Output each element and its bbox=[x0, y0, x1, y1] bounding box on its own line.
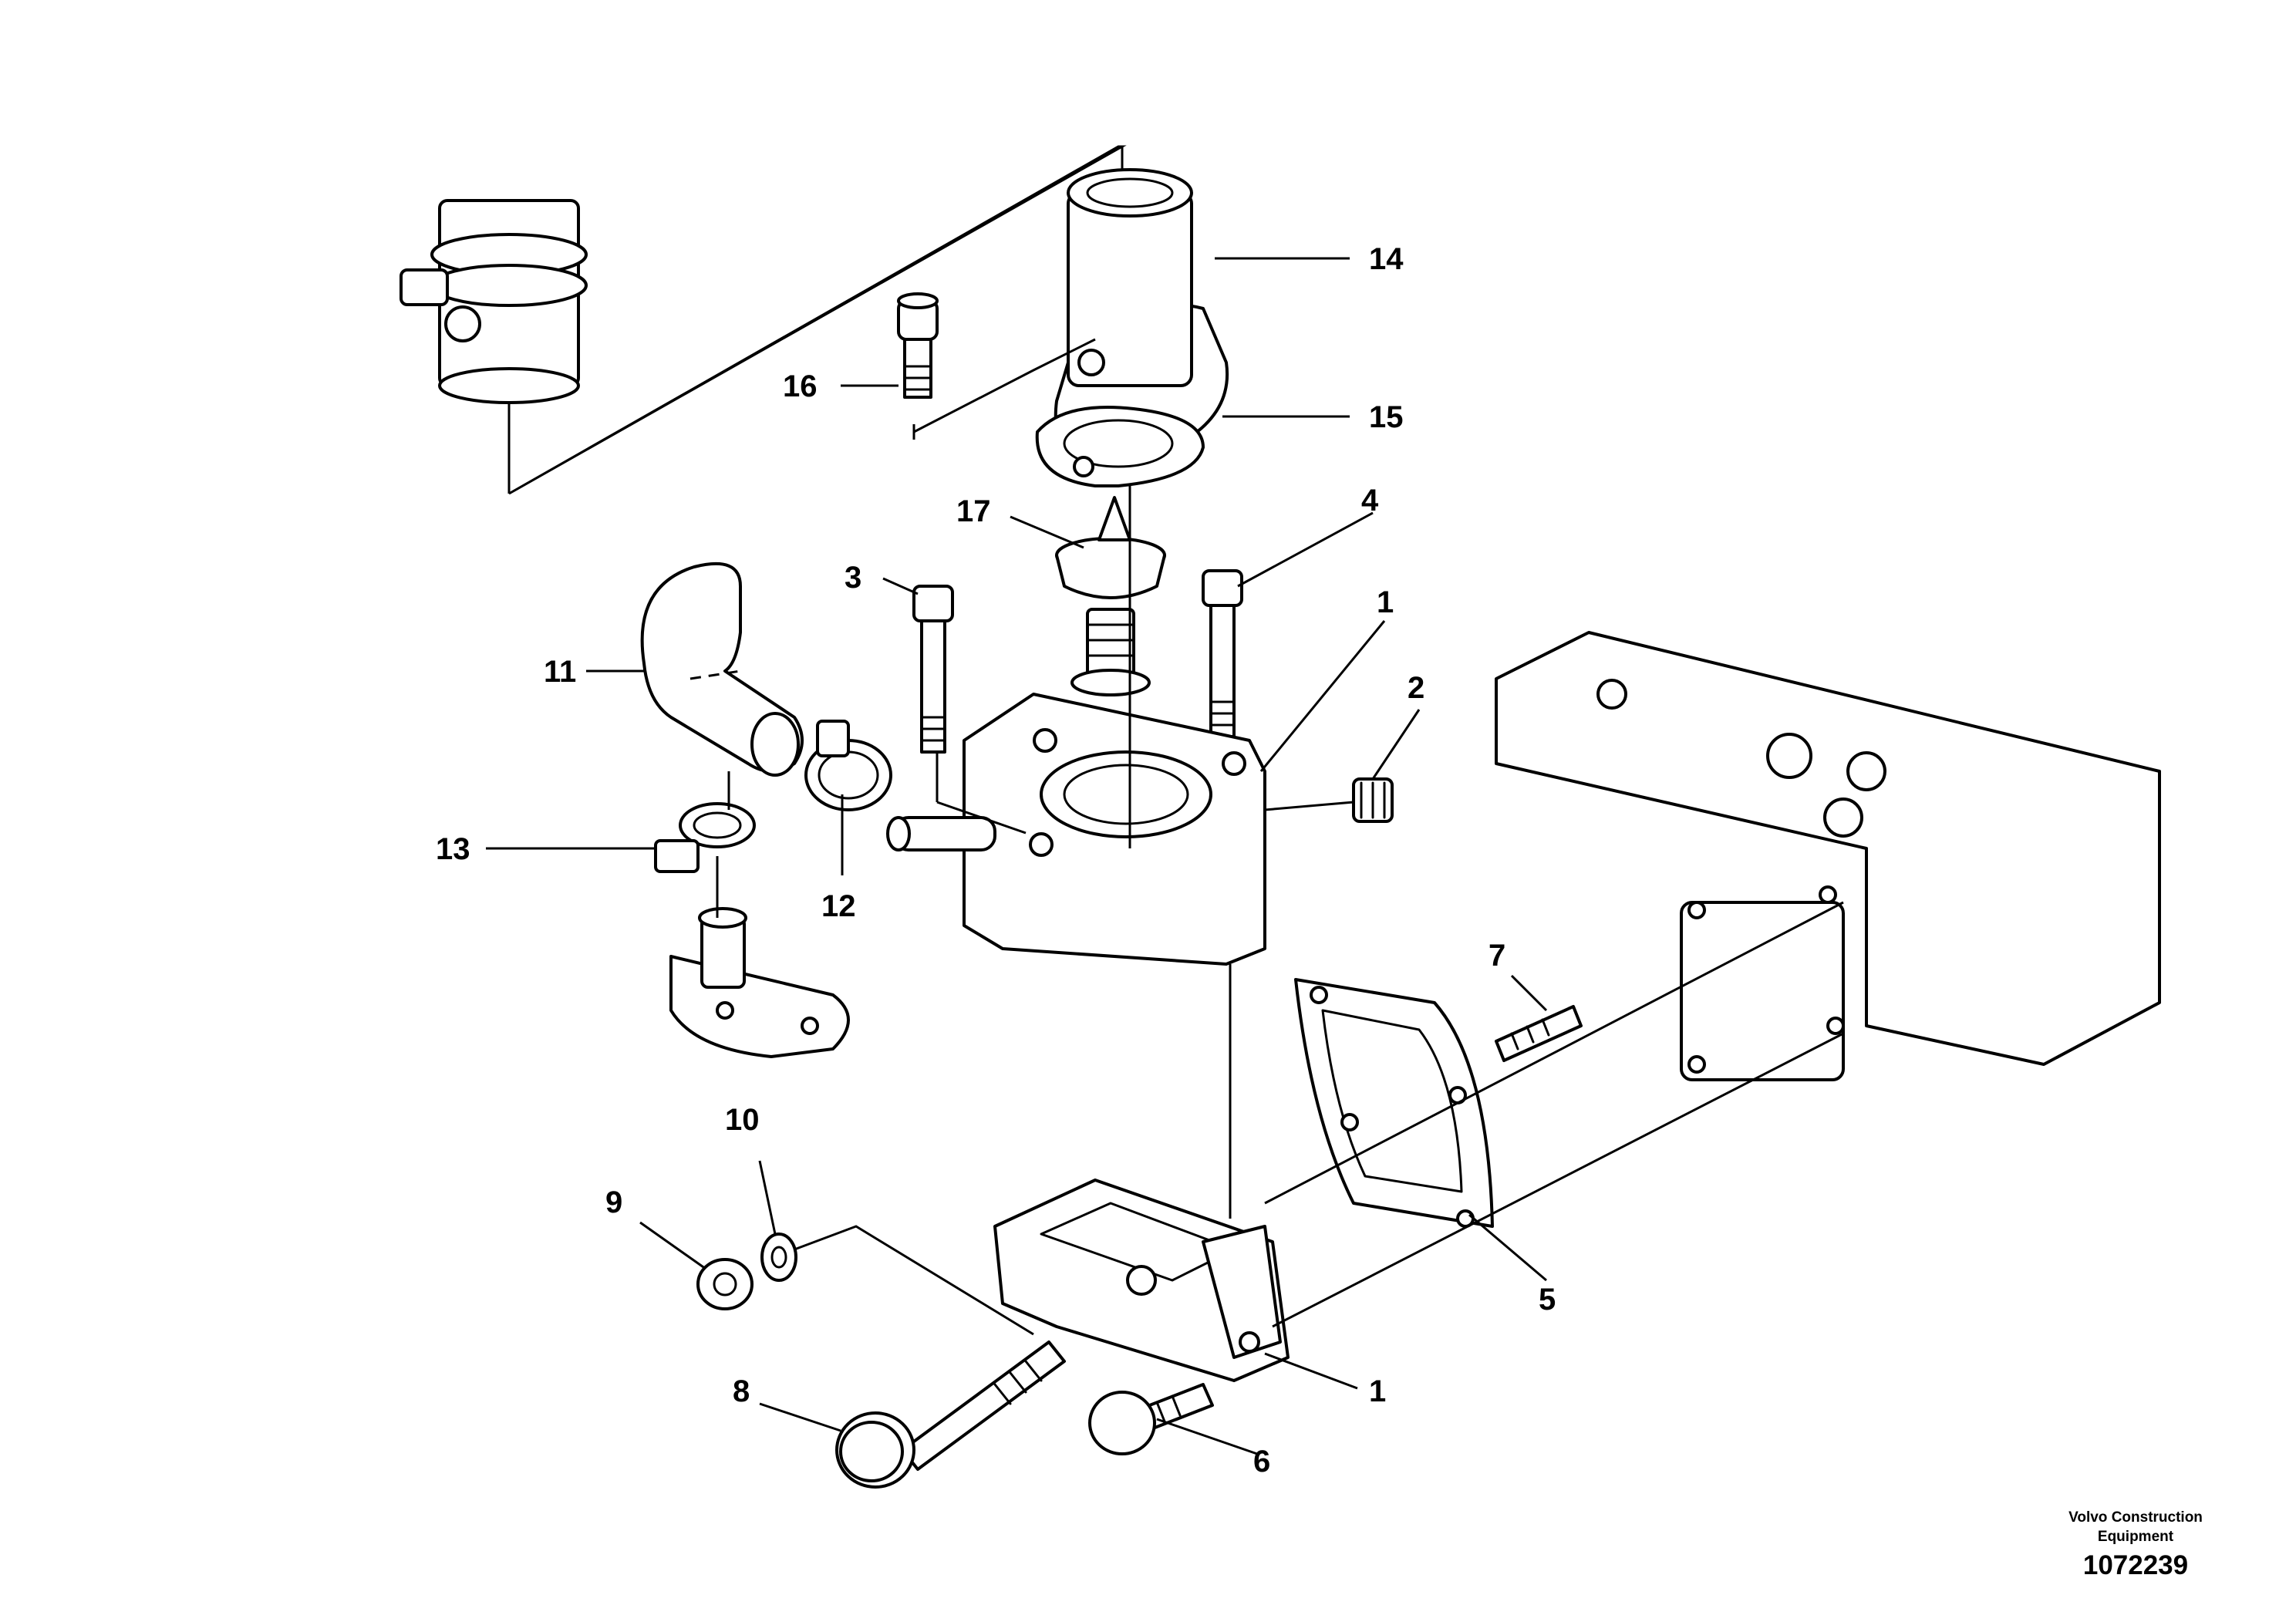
part-8-bolt bbox=[835, 1340, 1066, 1489]
callout-7: 7 bbox=[1489, 939, 1505, 973]
callout-leaders bbox=[486, 257, 1548, 1455]
part-3-bolt bbox=[912, 585, 954, 754]
callout-9: 9 bbox=[605, 1185, 622, 1219]
callout-17: 17 bbox=[956, 494, 991, 528]
callout-11: 11 bbox=[544, 655, 576, 689]
part-7-stud bbox=[1495, 1005, 1583, 1062]
callout-3: 3 bbox=[845, 561, 861, 595]
callout-15: 15 bbox=[1369, 400, 1404, 434]
callout-14: 14 bbox=[1369, 242, 1404, 276]
inset-hose-clamp bbox=[400, 145, 1127, 495]
part-15-gasket bbox=[1035, 406, 1205, 487]
assembly-centerlines bbox=[716, 338, 1844, 1336]
part-1-thermostat-housing bbox=[886, 693, 1266, 966]
callout-1-upper: 1 bbox=[1377, 585, 1394, 619]
callout-6: 6 bbox=[1253, 1445, 1270, 1479]
part-2-plug bbox=[1352, 777, 1394, 823]
part-5-gasket bbox=[1294, 978, 1494, 1228]
callout-10: 10 bbox=[725, 1103, 760, 1137]
callout-1-lower: 1 bbox=[1369, 1374, 1386, 1408]
engine-block bbox=[1495, 631, 2161, 1081]
part-1-adapter-housing bbox=[993, 1179, 1290, 1382]
callout-16: 16 bbox=[783, 369, 818, 403]
part-17-thermostat bbox=[1055, 496, 1166, 696]
part-4-bolt bbox=[1202, 569, 1243, 738]
part-13-hose-clamp bbox=[654, 802, 756, 873]
part-11-hose bbox=[640, 561, 804, 777]
part-10-washer bbox=[760, 1233, 797, 1282]
document-number: 1072239 bbox=[2082, 1550, 2189, 1580]
part-16-bolt bbox=[897, 292, 939, 399]
callout-4: 4 bbox=[1361, 484, 1379, 518]
callout-labels: 14 15 16 17 3 4 1 2 11 13 12 7 5 10 9 8 … bbox=[436, 242, 1556, 1479]
part-12-hose-clamp bbox=[804, 720, 892, 811]
callout-13: 13 bbox=[436, 832, 470, 866]
part-6-bolt bbox=[1088, 1383, 1214, 1455]
callout-5: 5 bbox=[1539, 1283, 1556, 1317]
callout-8: 8 bbox=[733, 1374, 750, 1408]
lower-pipe-flange bbox=[669, 907, 850, 1058]
brand-label: Volvo Construction Equipment bbox=[2068, 1509, 2203, 1545]
callout-12: 12 bbox=[821, 889, 856, 923]
callout-2: 2 bbox=[1408, 671, 1424, 705]
part-9-nut bbox=[696, 1258, 754, 1310]
